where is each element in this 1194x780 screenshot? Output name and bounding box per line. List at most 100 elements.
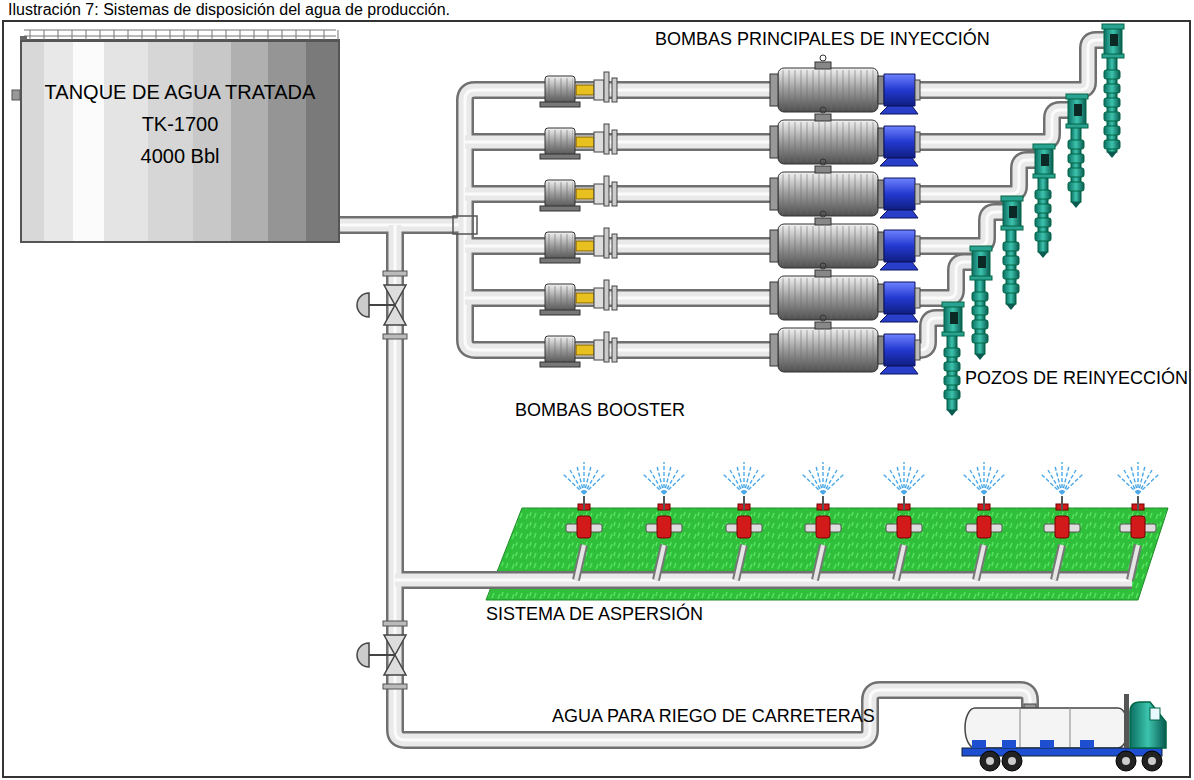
illustration-part	[915, 236, 920, 256]
illustration-part	[904, 470, 918, 494]
illustration-part	[369, 304, 395, 306]
illustration-part	[816, 466, 823, 494]
illustration-part	[547, 182, 573, 206]
illustration-part	[545, 180, 575, 208]
pump-train	[540, 55, 920, 114]
illustration-part	[823, 470, 837, 494]
illustration-part	[880, 366, 918, 374]
illustration-part	[1107, 152, 1117, 158]
illustration-part	[1104, 140, 1120, 149]
illustration-part	[878, 232, 884, 260]
illustration-part	[1104, 98, 1120, 107]
illustration-part	[1142, 751, 1162, 771]
pump-train	[540, 315, 920, 374]
illustration-part	[1124, 694, 1129, 748]
illustration-part	[944, 376, 960, 385]
illustration-part	[584, 466, 591, 494]
illustration-part	[594, 132, 604, 152]
illustration-part	[282, 30, 283, 40]
illustration-part	[978, 256, 986, 268]
illustration-part	[383, 271, 407, 276]
illustration-part	[744, 466, 751, 494]
illustration-part	[1038, 252, 1048, 258]
illustration-part	[395, 574, 1132, 587]
illustration-part	[1003, 256, 1019, 265]
illustration-part	[465, 136, 550, 149]
illustration-part	[24, 30, 338, 40]
illustration-part	[1055, 466, 1062, 494]
illustration-part	[584, 470, 598, 494]
illustration-part	[369, 654, 395, 656]
illustration-part	[984, 474, 1005, 494]
sprinkler	[1117, 462, 1159, 580]
illustration-part	[897, 516, 911, 538]
illustration-part	[1104, 28, 1122, 56]
illustration-part	[296, 30, 297, 40]
illustration-part	[736, 545, 744, 580]
illustration-part	[1020, 708, 1021, 748]
illustration-part	[465, 289, 550, 307]
illustration-part	[915, 80, 920, 100]
illustration-part	[1102, 54, 1124, 58]
illustration-part	[1131, 466, 1138, 494]
illustration-part	[24, 30, 336, 31]
illustration-part	[903, 462, 904, 494]
illustration-part	[972, 306, 988, 315]
illustration-part	[465, 215, 550, 350]
illustration-part	[816, 516, 830, 538]
tank-tag: 4000 Bbl	[141, 140, 220, 172]
illustration-part	[822, 496, 824, 510]
illustration-part	[1061, 496, 1063, 510]
illustration-part	[465, 240, 550, 253]
illustration-part	[1035, 204, 1051, 213]
well-pump	[1001, 196, 1023, 310]
illustration-part	[972, 320, 988, 329]
illustration-part	[782, 226, 874, 266]
illustration-part	[880, 314, 918, 322]
illustration-part	[884, 282, 915, 314]
illustration-part	[820, 211, 826, 217]
well-pump	[1033, 144, 1055, 258]
illustration-part	[72, 30, 73, 40]
illustration-part	[540, 258, 580, 263]
illustration-part	[612, 78, 617, 102]
illustration-part	[878, 336, 884, 364]
illustration-part	[384, 635, 406, 655]
illustration-part	[583, 462, 584, 494]
illustration-part	[1071, 202, 1081, 208]
illustration-part	[878, 180, 884, 208]
illustration-part	[904, 466, 911, 494]
illustration-part	[650, 470, 664, 494]
illustration-part	[884, 126, 915, 158]
illustration-part	[743, 462, 744, 494]
illustration-part	[815, 114, 831, 121]
illustration-part	[1062, 474, 1083, 494]
illustration-part	[338, 90, 550, 225]
illustration-part	[986, 757, 1156, 765]
pump-trains	[540, 55, 920, 374]
illustration-part	[1110, 34, 1118, 46]
illustration-part	[975, 354, 985, 360]
illustration-part	[545, 284, 575, 312]
illustration-part	[1003, 242, 1019, 251]
illustration-part	[1068, 154, 1084, 163]
illustration-part	[782, 278, 874, 318]
illustration-part	[1062, 470, 1076, 494]
illustration-part	[1054, 545, 1062, 580]
sprinkler	[802, 462, 844, 580]
illustration-part	[44, 30, 45, 40]
illustration-part	[736, 545, 744, 580]
illustration-part	[540, 154, 580, 159]
illustration-part	[583, 496, 585, 510]
illustration-part	[970, 276, 992, 280]
illustration-part	[984, 466, 991, 494]
illustration-part	[465, 133, 550, 151]
illustration-part	[1006, 304, 1016, 310]
well-pump	[970, 246, 992, 360]
well-pump	[1066, 94, 1088, 208]
illustration-part	[114, 30, 115, 40]
illustration-part	[1124, 470, 1138, 494]
tank-title: TANQUE DE AGUA TRATADA	[45, 76, 316, 108]
illustration-part	[240, 30, 241, 40]
illustration-part	[1035, 190, 1051, 199]
